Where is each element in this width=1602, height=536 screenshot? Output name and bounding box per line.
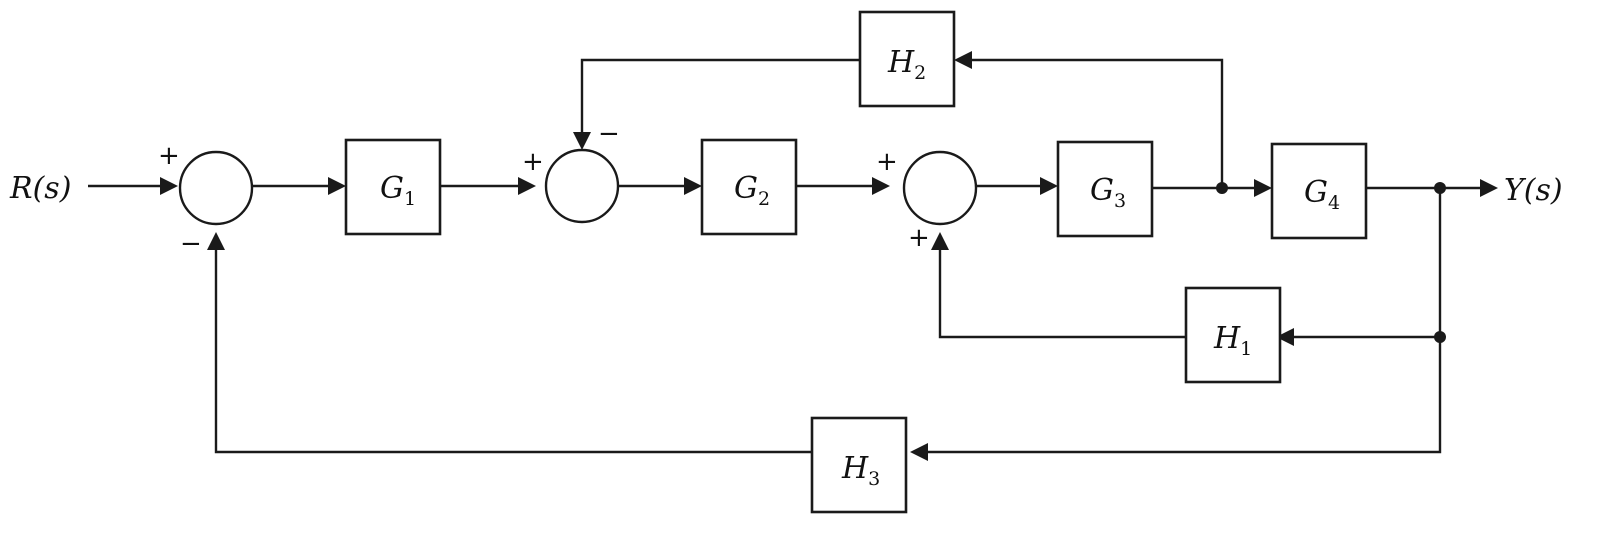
- arrowhead: [910, 443, 928, 461]
- arrowhead: [207, 232, 225, 250]
- arrowhead: [954, 51, 972, 69]
- branch-point-output: [1434, 182, 1446, 194]
- arrowhead: [872, 177, 890, 195]
- block-g3-label: G3: [1090, 173, 1126, 212]
- arrowhead: [1254, 179, 1272, 197]
- arrowhead: [328, 177, 346, 195]
- sum2-plus-sign: +: [522, 147, 544, 177]
- block-h1-label: H1: [1213, 321, 1252, 360]
- arrowhead: [573, 132, 591, 150]
- branch-point-feedback: [1434, 331, 1446, 343]
- branch-point-g3-output: [1216, 182, 1228, 194]
- block-h3-label: H3: [841, 451, 880, 490]
- arrowhead: [931, 232, 949, 250]
- block-g1: G1: [344, 138, 442, 236]
- sum2-minus-sign: −: [598, 119, 620, 149]
- arrowhead: [160, 177, 178, 195]
- wire-h1-to-sum3: [938, 248, 1186, 339]
- block-g4: G4: [1270, 142, 1368, 240]
- sum3-plus-sign-left: +: [876, 147, 898, 177]
- arrowhead: [1040, 177, 1058, 195]
- arrowhead: [684, 177, 702, 195]
- output-signal-label: Y(s): [1504, 173, 1563, 208]
- block-h2-label: H2: [887, 45, 926, 84]
- sum1-plus-sign: +: [158, 141, 180, 171]
- wire-output-to-h3: [926, 337, 1442, 454]
- wire-h3-to-sum1: [214, 248, 812, 454]
- block-h1: H1: [1184, 286, 1282, 384]
- input-signal-label: R(s): [9, 171, 71, 206]
- block-h3: H3: [810, 416, 908, 514]
- block-h2: H2: [858, 10, 956, 108]
- sum1-minus-sign: −: [180, 229, 202, 259]
- block-g3: G3: [1056, 140, 1154, 238]
- block-g4-label: G4: [1304, 175, 1340, 214]
- feedback-h3-loop: [207, 232, 1442, 461]
- sum3-plus-sign-bottom: +: [908, 223, 930, 253]
- block-g1-label: G1: [380, 171, 416, 210]
- summing-junction-2: [544, 148, 620, 224]
- feedback-h2-loop: [573, 51, 1224, 188]
- wire-g3-out-to-h2: [970, 58, 1224, 188]
- block-g2: G2: [700, 138, 798, 236]
- arrowhead: [518, 177, 536, 195]
- block-g2-label: G2: [734, 171, 770, 210]
- summing-junction-1: [178, 150, 254, 226]
- wire-h2-to-sum2: [580, 58, 860, 134]
- arrowhead: [1276, 328, 1294, 346]
- arrowhead: [1480, 179, 1498, 197]
- summing-junction-3: [902, 150, 978, 226]
